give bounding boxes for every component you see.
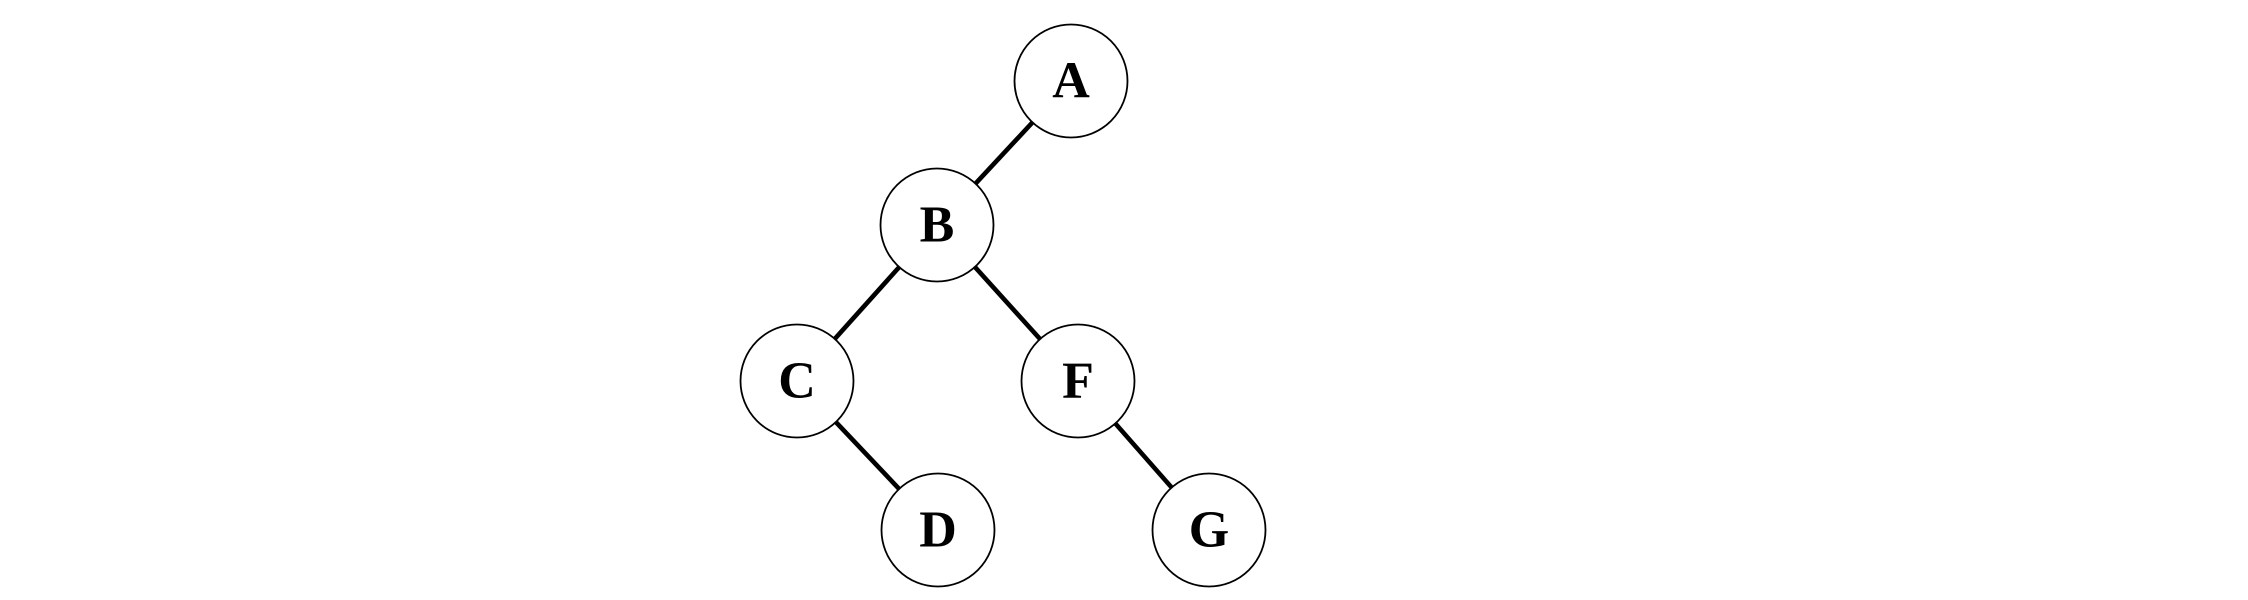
tree-node-C: C — [739, 323, 855, 439]
tree-node-D: D — [880, 472, 996, 588]
tree-node-B: B — [879, 167, 995, 283]
tree-node-label-D: D — [919, 502, 957, 559]
tree-node-circle-D — [880, 472, 996, 588]
tree-node-label-B: B — [920, 197, 955, 254]
tree-node-label-F: F — [1062, 353, 1094, 410]
tree-node-label-G: G — [1189, 502, 1229, 559]
tree-node-label-C: C — [778, 353, 816, 410]
tree-node-label-A: A — [1052, 53, 1090, 110]
tree-node-G: G — [1151, 472, 1267, 588]
tree-node-circle-A — [1013, 23, 1129, 139]
tree-node-circle-C — [739, 323, 855, 439]
tree-node-circle-F — [1020, 323, 1136, 439]
tree-node-F: F — [1020, 323, 1136, 439]
tree-node-circle-G — [1151, 472, 1267, 588]
tree-node-A: A — [1013, 23, 1129, 139]
tree-node-circle-B — [879, 167, 995, 283]
